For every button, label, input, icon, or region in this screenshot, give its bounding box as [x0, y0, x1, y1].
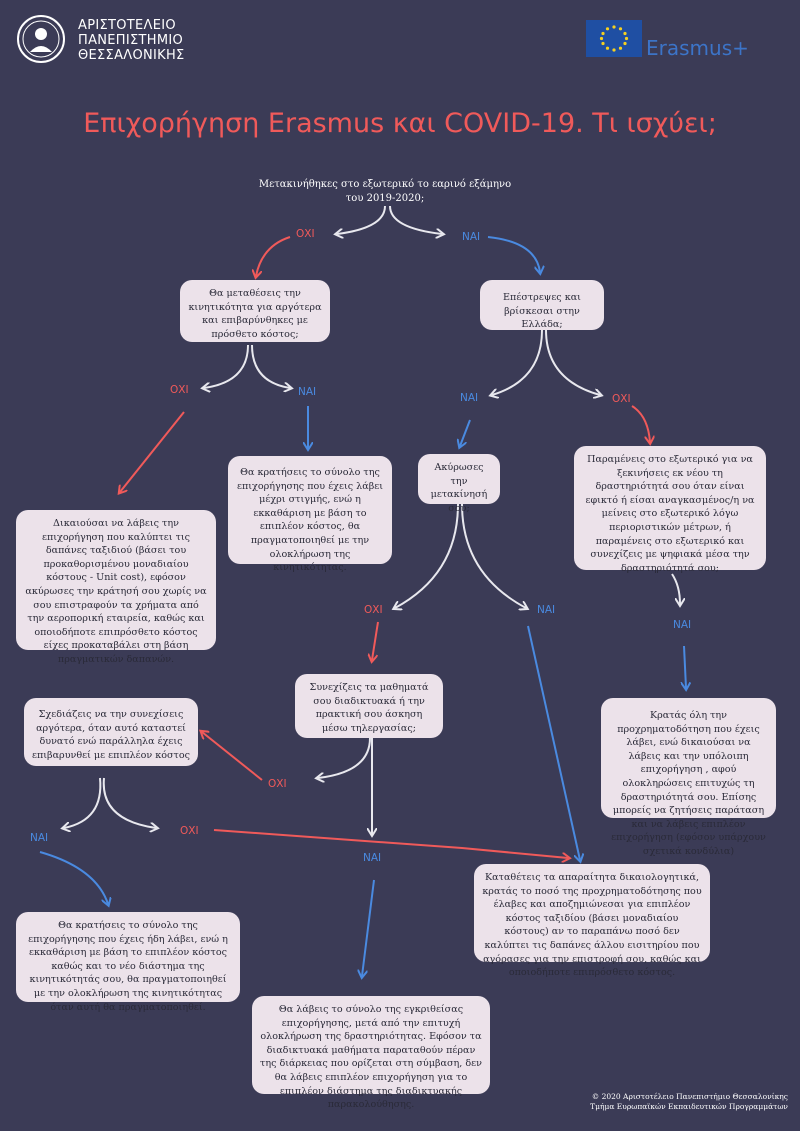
university-seal-logo — [17, 15, 65, 63]
node-plan-later: Σχεδιάζεις να την συνεχίσεις αργότερα, ό… — [24, 698, 198, 766]
label-yes-6: ΝΑΙ — [30, 832, 49, 844]
university-name-line-2: ΠΑΝΕΠΙΣΤΗΜΙΟ — [78, 33, 184, 48]
label-yes-5: ΝΑΙ — [673, 619, 692, 631]
node-keep-settle: Θα κρατήσεις το σύνολο της επιχορήγησης … — [228, 456, 392, 573]
node-postpone: Θα μεταθέσεις την κινητικότητα για αργότ… — [180, 280, 330, 342]
label-no-4: ΟΧΙ — [364, 604, 383, 616]
node-full-grant: Θα λάβεις το σύνολο της εγκριθείσας επιχ… — [252, 996, 490, 1110]
label-yes-1: ΝΑΙ — [462, 231, 481, 243]
label-yes-2: ΝΑΙ — [298, 386, 317, 398]
node-keep-all: Κρατάς όλη την προχρηματοδότηση που έχει… — [601, 698, 776, 857]
label-yes-7: ΝΑΙ — [363, 852, 382, 864]
node-refund: Δικαιούσαι να λάβεις την επιχορήγηση που… — [16, 510, 216, 665]
node-stayed: Παραμένεις στο εξωτερικό για να ξεκινήσε… — [574, 446, 766, 574]
label-no-2: ΟΧΙ — [170, 384, 189, 396]
university-name-line-3: ΘΕΣΣΑΛΟΝΙΚΗΣ — [78, 48, 185, 63]
erasmus-plus-logo-text: Erasmus+ — [646, 36, 749, 60]
label-no-3: ΟΧΙ — [612, 393, 631, 405]
university-name: ΑΡΙΣΤΟΤΕΛΕΙΟ ΠΑΝΕΠΙΣΤΗΜΙΟ ΘΕΣΣΑΛΟΝΙΚΗΣ — [78, 18, 185, 63]
footer-department: Τμήμα Ευρωπαϊκών Εκπαιδευτικών Προγραμμά… — [590, 1102, 788, 1112]
arrow-start-no — [337, 205, 386, 234]
label-no-1: ΟΧΙ — [296, 228, 315, 240]
node-online: Συνεχίζεις τα μαθηματά σου διαδικτυακά ή… — [295, 674, 443, 738]
start-question: Μετακινήθηκες στο εξωτερικό το εαρινό εξ… — [258, 179, 512, 204]
label-yes-4: ΝΑΙ — [537, 604, 556, 616]
footer-copyright: © 2020 Αριστοτέλειο Πανεπιστήμιο Θεσσαλο… — [591, 1092, 788, 1101]
node-returned: Επέστρεψες και βρίσκεσαι στην Ελλάδα; — [480, 280, 604, 330]
node-keep-resettle: Θα κρατήσεις το σύνολο της επιχορήγησης … — [16, 912, 240, 1013]
label-no-6: ΟΧΙ — [180, 825, 199, 837]
university-name-line-1: ΑΡΙΣΤΟΤΕΛΕΙΟ — [78, 18, 176, 33]
node-submit-docs: Καταθέτεις τα απαραίτητα δικαιολογητικά,… — [474, 864, 710, 978]
node-cancelled: Ακύρωσες την μετακίνησή σου; — [418, 454, 500, 514]
eu-flag-icon — [586, 20, 642, 57]
label-no-5: ΟΧΙ — [268, 778, 287, 790]
label-yes-3: ΝΑΙ — [460, 392, 479, 404]
page-title: Επιχορήγηση Erasmus και COVID-19. Τι ισχ… — [83, 108, 717, 139]
arrow-start-yes — [389, 205, 442, 234]
footer: © 2020 Αριστοτέλειο Πανεπιστήμιο Θεσσαλο… — [590, 1092, 788, 1112]
